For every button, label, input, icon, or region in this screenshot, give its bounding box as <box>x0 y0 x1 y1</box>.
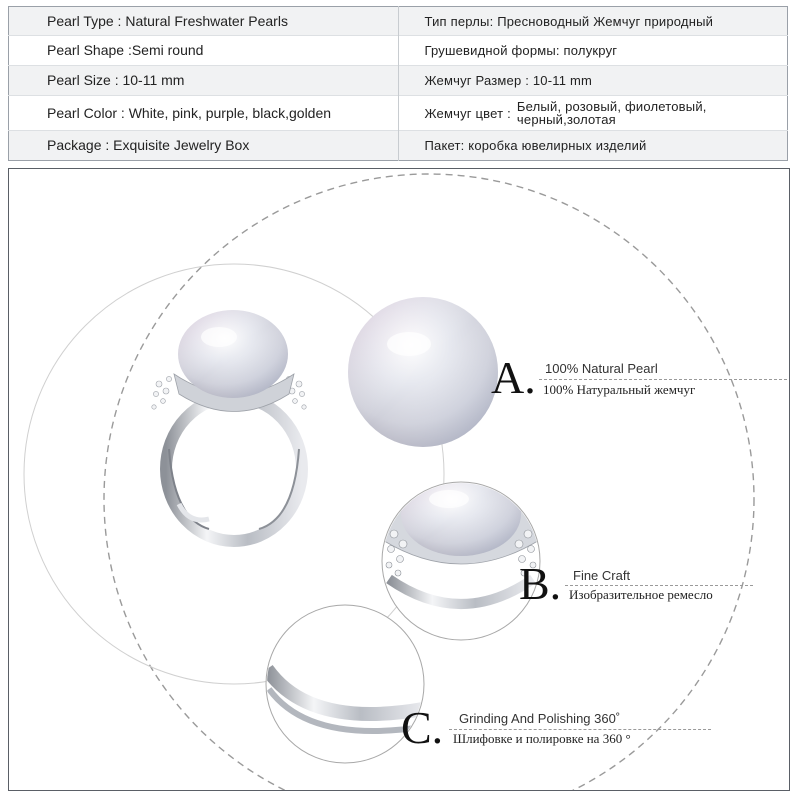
ring-frame-circle <box>23 263 445 685</box>
feature-a-ru: 100% Натуральный жемчуг <box>543 382 696 397</box>
pearl-closeup-image <box>348 297 498 447</box>
spec-ru-pearl-color-value: Белый, розовый, фиолетовый, черный,золот… <box>516 99 707 127</box>
detail-illustration <box>23 173 755 790</box>
dashed-frame-circle <box>103 173 755 790</box>
feature-b-rule <box>565 585 753 586</box>
feature-a-letter: A. <box>491 352 536 403</box>
band-closeup-image <box>267 660 423 734</box>
detail-panel: A. 100% Natural Pearl 100% Натуральный ж… <box>8 168 790 791</box>
spec-table: Pearl Type : Natural Freshwater Pearls Т… <box>8 6 788 161</box>
spec-ru-package: Пакет: коробка ювелирных изделий <box>398 130 788 161</box>
spec-row-pearl-color: Pearl Color : White, pink, purple, black… <box>8 95 788 131</box>
spec-en-pearl-color: Pearl Color : White, pink, purple, black… <box>8 95 399 131</box>
spec-ru-pearl-type: Тип перлы: Пресноводный Жемчуг природный <box>398 6 788 36</box>
feature-b-letter: B. <box>519 558 562 609</box>
feature-c-en: Grinding And Polishing 360˚ <box>459 711 621 726</box>
band-closeup-frame <box>265 604 425 764</box>
feature-c-ru: Шлифовке и полировке на 360 ° <box>453 731 631 746</box>
spec-en-package: Package : Exquisite Jewelry Box <box>8 130 399 161</box>
spec-row-pearl-size: Pearl Size : 10-11 mm Жемчуг Размер : 10… <box>8 65 788 96</box>
feature-a-en: 100% Natural Pearl <box>545 361 658 376</box>
spec-en-pearl-type: Pearl Type : Natural Freshwater Pearls <box>8 6 399 36</box>
spec-ru-pearl-size: Жемчуг Размер : 10-11 mm <box>398 65 788 96</box>
feature-c-rule <box>449 729 711 730</box>
feature-b-en: Fine Craft <box>573 568 631 583</box>
spec-en-pearl-size: Pearl Size : 10-11 mm <box>8 65 399 96</box>
spec-row-pearl-shape: Pearl Shape :Semi round Грушевидной форм… <box>8 35 788 66</box>
spec-en-pearl-shape: Pearl Shape :Semi round <box>8 35 399 66</box>
setting-closeup-image <box>383 483 539 609</box>
spec-ru-pearl-color-label: Жемчуг цвет : <box>424 105 511 121</box>
feature-b-ru: Изобразительное ремесло <box>569 587 713 602</box>
spec-row-package: Package : Exquisite Jewelry Box Пакет: к… <box>8 130 788 161</box>
feature-c-letter: C. <box>401 702 444 753</box>
spec-ru-pearl-shape: Грушевидной формы: полукруг <box>398 35 788 66</box>
spec-row-pearl-type: Pearl Type : Natural Freshwater Pearls Т… <box>8 6 788 36</box>
ring-with-pearl-image <box>151 310 308 547</box>
spec-ru-pearl-color: Жемчуг цвет : Белый, розовый, фиолетовый… <box>398 95 788 131</box>
feature-a-rule <box>539 379 787 380</box>
